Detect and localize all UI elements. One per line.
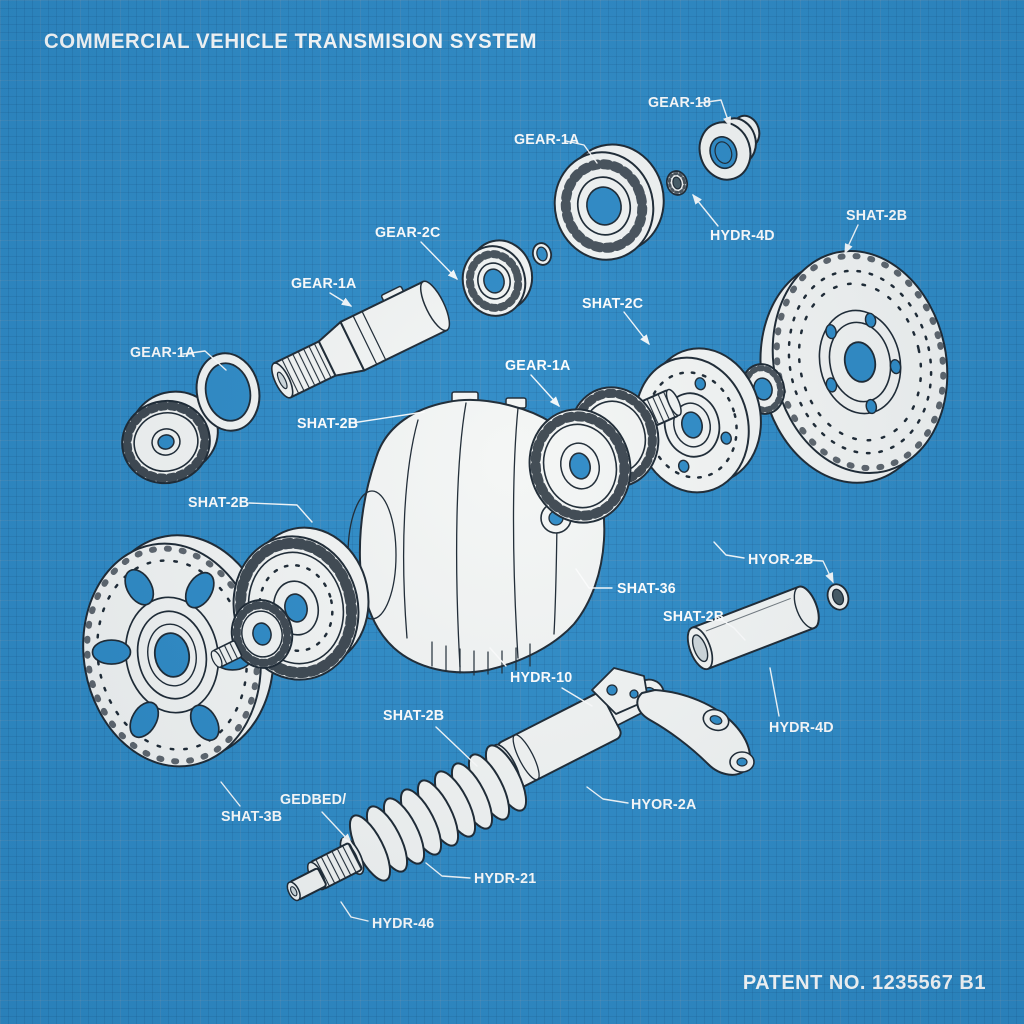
leader-gear-2c [420,241,458,281]
diagram-title: COMMERCIAL VEHICLE TRANSMISION SYSTEM [44,30,538,53]
part-label-gear-2c: GEAR-2C [375,224,441,241]
leader-shat-3b [220,781,241,807]
leader-gear-18 [699,99,731,128]
part-label-gedbed: GEDBED/ [280,791,347,808]
leader-shat-36 [575,568,613,589]
leader-hydr-4d-pin [769,667,780,717]
part-label-shat-36: SHAT-36 [617,580,676,597]
part-label-hydr-21: HYDR-21 [474,870,537,887]
leader-gear-1a-bearing [565,140,598,164]
part-label-gear-1a-bearing: GEAR-1A [514,131,580,148]
gear-cluster [528,386,660,524]
leader-hydr-4d-top [692,193,719,227]
o-ring [195,352,261,432]
part-label-shat-2b-lower: SHAT-2B [383,707,445,724]
part-label-shat-2b-pin: SHAT-2B [663,608,725,625]
leader-gear-1a-gear [530,374,560,408]
small-ring-right [826,583,850,611]
part-label-hydr-4d-pin: HYDR-4D [769,719,834,736]
input-shaft [271,280,451,399]
part-label-gear-18: GEAR-18 [648,94,712,111]
leader-hyor-2b-right [805,559,834,584]
part-label-gear-1a-shaft: GEAR-1A [291,275,357,292]
part-label-shat-2b-right: SHAT-2B [846,207,908,224]
patent-number: PATENT NO. 1235567 B1 [742,972,986,994]
ring-gear [210,526,370,681]
hub-top-right [698,114,761,181]
part-label-hyor-2b: HYOR-2B [748,551,814,568]
drilled-disc-right [759,249,949,484]
part-label-gear-1a-gear: GEAR-1A [505,357,571,374]
leader-shat-2b-ringgear [248,502,313,523]
leader-lines [182,99,859,922]
coil-spring [348,744,528,882]
part-label-hydr-46: HYDR-46 [372,915,435,932]
leader-shat-2c [623,311,650,346]
leader-gedbed [321,811,352,845]
control-arm [636,689,755,776]
pinion-gear [121,390,219,485]
leader-hyor-2b-left [713,541,745,559]
leader-shat-2b-pin [715,615,746,641]
part-label-shat-2b-ringgear: SHAT-2B [188,494,250,511]
leader-hyor-2a [586,786,629,804]
part-label-shat-3b: SHAT-3B [221,808,283,825]
part-label-hyor-2a: HYOR-2A [631,796,697,813]
leader-shat-2b-right [844,224,859,255]
small-ring-mid [531,242,553,266]
leader-shat-2b-shaft [351,411,425,424]
retainer-ring-top [665,170,689,196]
leader-hydr-10-b [561,687,593,707]
part-label-hydr-4d-top: HYDR-4D [710,227,775,244]
shaft-tip [286,867,327,902]
leader-gear-1a-ring [182,350,227,371]
leader-hydr-21 [425,862,471,879]
leader-hydr-46 [340,901,369,922]
large-bearing [553,143,665,261]
leader-shat-2b-lower [435,726,478,767]
leader-gear-1a-shaft [329,292,353,307]
part-label-shat-2b-shaft: SHAT-2B [297,415,359,432]
part-label-gear-1a-ring: GEAR-1A [130,344,196,361]
part-label-shat-2c: SHAT-2C [582,295,644,312]
leader-hydr-10-a [489,647,507,667]
output-flange [634,347,762,494]
pin-cylinder [686,585,820,671]
part-label-hydr-10: HYDR-10 [510,669,573,686]
bearing-mid [461,239,534,317]
damper-bracket [591,667,649,715]
